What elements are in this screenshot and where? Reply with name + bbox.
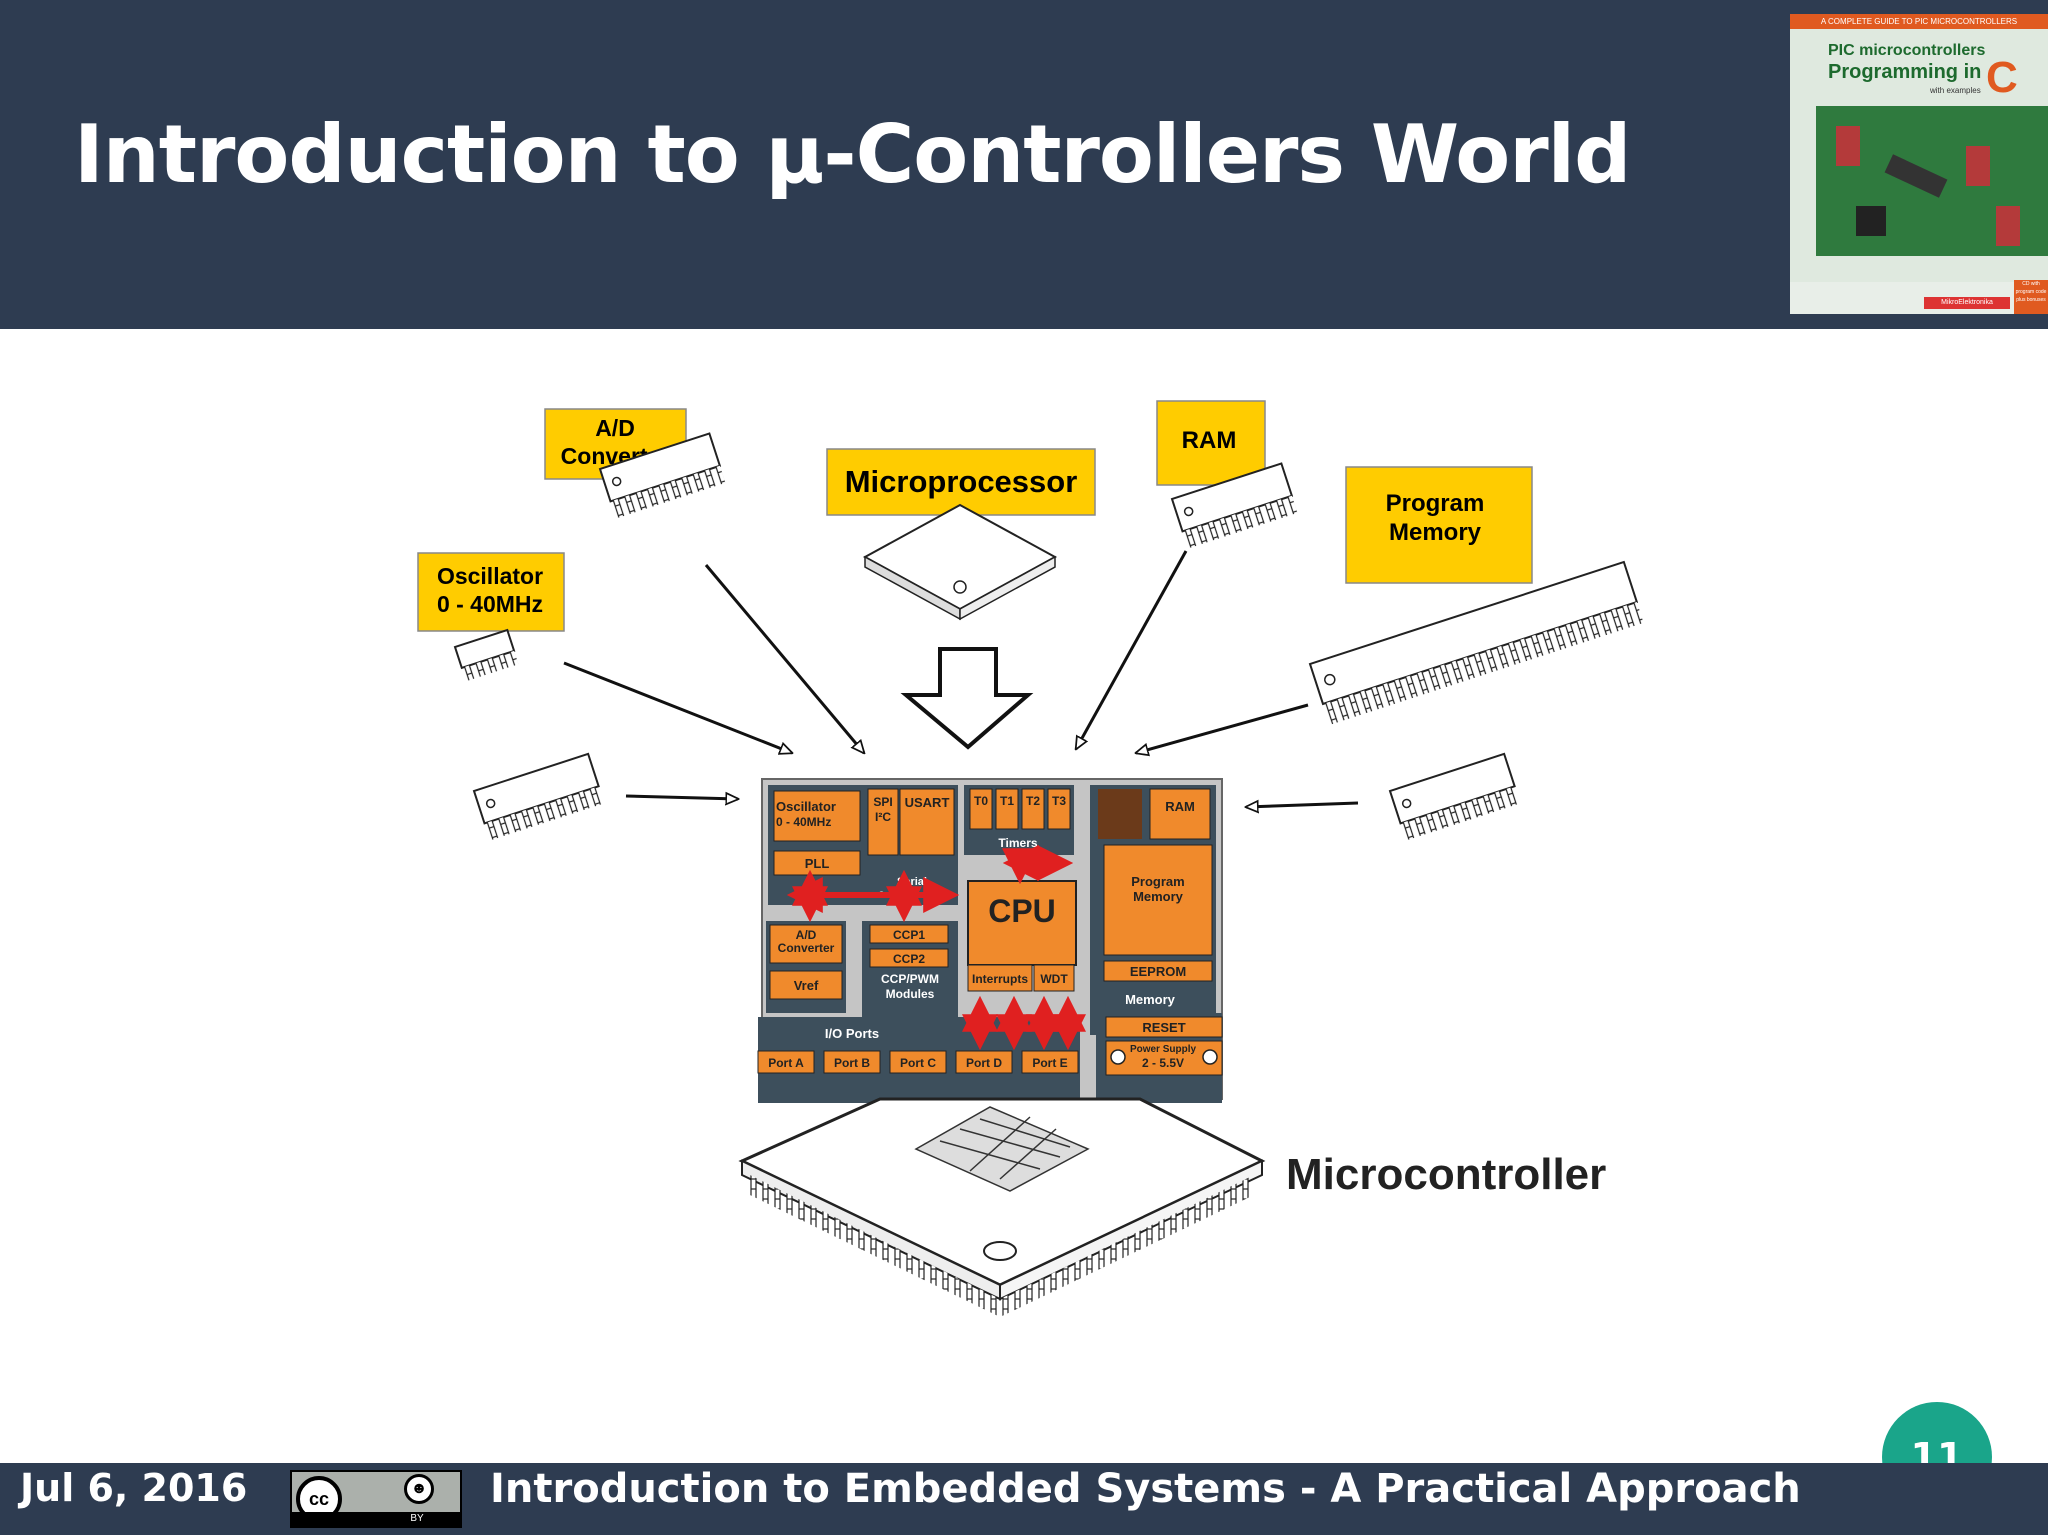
ad-converter-chip — [598, 432, 726, 519]
microcontroller-diagram: A/D Converter Microprocessor RAM Program… — [417, 400, 1644, 1317]
program-memory-label: Program Memory — [1345, 466, 1533, 584]
arrow-ad-converter — [704, 564, 864, 753]
oscillator-label-line2: 0 - 40MHz — [437, 591, 543, 617]
book-side-note: CD with program code plus bonuses — [2014, 280, 2048, 314]
cc-by-text: BY — [410, 1513, 424, 1524]
book-chip — [1856, 206, 1886, 236]
block-t2: T2 — [1026, 794, 1040, 808]
block-pll: PLL — [805, 856, 830, 871]
right-peripheral-chip — [1388, 752, 1521, 841]
microcontroller-block-diagram: Oscillator 0 - 40MHz PLL SPI I²C USART S… — [757, 778, 1223, 1103]
arrow-oscillator — [563, 661, 792, 753]
block-ad-line1: A/D — [796, 928, 817, 942]
slide-header — [0, 0, 2048, 329]
bus-arrows — [786, 845, 1086, 1051]
block-ccp-pwm-line1: CCP/PWM — [881, 972, 939, 986]
oscillator-label-line1: Oscillator — [437, 563, 543, 589]
block-i2c: I²C — [875, 810, 891, 824]
program-memory-label-line1: Program — [1386, 490, 1485, 517]
block-ccp1: CCP1 — [893, 928, 925, 942]
chip-die — [914, 1106, 1090, 1192]
block-wdt: WDT — [1040, 972, 1068, 986]
ram-label-text: RAM — [1182, 427, 1237, 454]
book-publisher: MikroElektronika — [1924, 297, 2010, 309]
book-line-1: PIC microcontrollers — [1828, 42, 1986, 59]
arrow-ram — [1076, 550, 1188, 749]
microprocessor-label: Microprocessor — [826, 448, 1096, 516]
block-memory: Memory — [1125, 992, 1176, 1007]
oscillator-label: Oscillator 0 - 40MHz — [417, 552, 565, 632]
block-io-ports: I/O Ports — [825, 1026, 879, 1041]
left-peripheral-chip — [472, 752, 605, 841]
book-line-3: with examples — [1930, 86, 1981, 95]
book-chip — [1884, 154, 1948, 198]
block-port-b: Port B — [834, 1056, 870, 1070]
footer-date: Jul 6, 2016 — [20, 1466, 248, 1510]
block-t3: T3 — [1052, 794, 1066, 808]
creative-commons-badge: cc ☻ BY — [290, 1470, 462, 1528]
program-memory-label-line2: Memory — [1389, 519, 1482, 546]
block-port-c: Port C — [900, 1056, 936, 1070]
arrow-program-memory — [1136, 703, 1309, 753]
block-osc-line1: Oscillator — [776, 799, 836, 814]
block-timers: Timers — [998, 836, 1037, 850]
memory-register-file — [1098, 789, 1142, 839]
microcontroller-chip — [738, 1097, 1266, 1317]
book-chip — [1996, 206, 2020, 246]
block-cpu: CPU — [988, 893, 1056, 929]
block-spi: SPI — [873, 795, 892, 809]
ram-label: RAM — [1156, 400, 1266, 486]
arrow-microprocessor — [900, 647, 1034, 750]
arrow-right-chip — [1246, 803, 1359, 807]
block-power-line1: Power Supply — [1130, 1044, 1197, 1055]
book-chip — [1966, 146, 1990, 186]
block-ram: RAM — [1165, 799, 1195, 814]
plus-terminal-icon — [1110, 1049, 1126, 1065]
block-vref: Vref — [794, 978, 819, 993]
chip-notch — [983, 1241, 1017, 1261]
slide-title: Introduction to µ-Controllers World — [74, 108, 1631, 201]
input-arrows — [563, 550, 1359, 807]
block-t0: T0 — [974, 794, 988, 808]
block-eeprom: EEPROM — [1130, 964, 1186, 979]
block-ccp2: CCP2 — [893, 952, 925, 966]
block-usart: USART — [905, 795, 950, 810]
book-chip — [1836, 126, 1860, 166]
ad-converter-label-line1: A/D — [595, 415, 635, 441]
ram-chip — [1170, 462, 1298, 549]
block-prog-mem-line1: Program — [1131, 874, 1184, 889]
block-port-a: Port A — [768, 1056, 804, 1070]
program-memory-chip — [1308, 560, 1644, 725]
minus-terminal-icon — [1202, 1049, 1218, 1065]
block-port-d: Port D — [966, 1056, 1002, 1070]
cc-badge-bottom-strip — [292, 1512, 460, 1526]
footer-title: Introduction to Embedded Systems - A Pra… — [490, 1466, 1801, 1512]
arrow-left-chip — [625, 796, 738, 799]
book-big-letter: C — [1986, 53, 2018, 102]
microprocessor-label-text: Microprocessor — [845, 464, 1078, 499]
book-line-2: Programming in — [1828, 61, 1982, 83]
book-circuit-board — [1816, 106, 2048, 256]
book-cover-image: A COMPLETE GUIDE TO PIC MICROCONTROLLERS… — [1790, 14, 2048, 314]
block-t1: T1 — [1000, 794, 1014, 808]
block-ad-line2: Converter — [778, 941, 835, 955]
block-ccp-pwm-line2: Modules — [886, 987, 935, 1001]
microprocessor-chip — [862, 503, 1058, 621]
oscillator-chip — [453, 628, 519, 682]
block-port-e: Port E — [1032, 1056, 1067, 1070]
book-top-bar: A COMPLETE GUIDE TO PIC MICROCONTROLLERS — [1790, 14, 2048, 29]
block-reset: RESET — [1142, 1020, 1185, 1035]
block-power-line2: 2 - 5.5V — [1142, 1056, 1184, 1070]
microcontroller-label: Microcontroller — [1286, 1150, 1606, 1199]
block-prog-mem-line2: Memory — [1133, 889, 1184, 904]
block-interrupts: Interrupts — [972, 972, 1028, 986]
attribution-person-icon: ☻ — [404, 1474, 434, 1504]
block-osc-line2: 0 - 40MHz — [776, 815, 831, 829]
